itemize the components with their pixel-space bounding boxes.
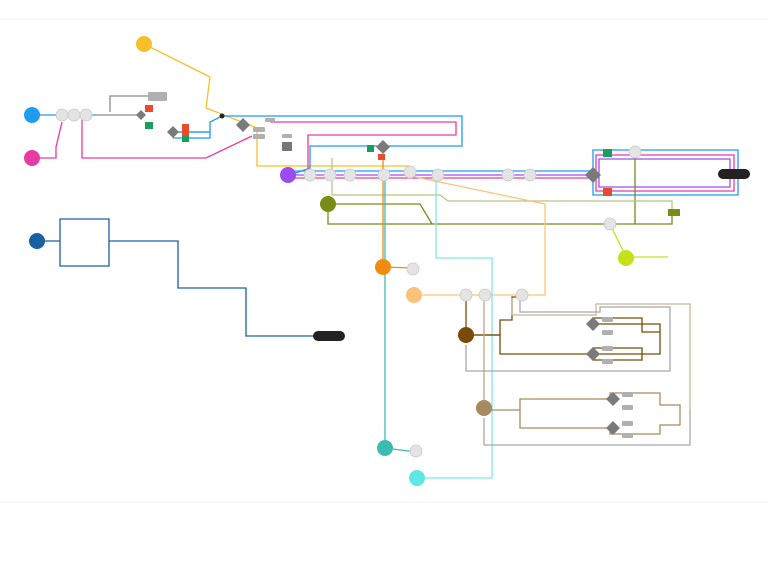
- task-square-icon[interactable]: [282, 142, 292, 151]
- edge-lime: [609, 223, 668, 258]
- merge-node-teal[interactable]: [377, 440, 393, 456]
- edge-navy: [109, 240, 320, 337]
- edge-gray: [109, 95, 150, 112]
- task-bar-icon[interactable]: [265, 118, 275, 122]
- merge-node-olive[interactable]: [320, 196, 336, 212]
- task-square-icon[interactable]: [668, 209, 680, 216]
- edge-yellow: [143, 43, 410, 167]
- intermediate-node[interactable]: [406, 262, 420, 276]
- gateway-diamond-icon[interactable]: [586, 317, 600, 331]
- task-bar-icon[interactable]: [602, 346, 613, 351]
- merge-node-cyan[interactable]: [409, 470, 425, 486]
- task-square-icon[interactable]: [182, 136, 189, 142]
- edge-olive: [327, 210, 432, 225]
- gateway-diamond-icon[interactable]: [606, 421, 620, 435]
- intermediate-node[interactable]: [409, 444, 423, 458]
- start-event-navy[interactable]: [29, 233, 45, 249]
- task-bar-icon[interactable]: [622, 392, 633, 397]
- task-bar-icon[interactable]: [622, 405, 633, 410]
- task-bar-icon[interactable]: [253, 127, 265, 132]
- task-bar-icon[interactable]: [282, 134, 292, 138]
- merge-node-orange[interactable]: [375, 259, 391, 275]
- intermediate-node[interactable]: [523, 168, 537, 182]
- intermediate-node[interactable]: [323, 168, 337, 182]
- edge-magenta: [81, 115, 253, 159]
- task-bar-icon[interactable]: [602, 330, 613, 335]
- intermediate-node[interactable]: [431, 168, 445, 182]
- gateway-diamond-icon[interactable]: [586, 347, 600, 361]
- intermediate-node[interactable]: [79, 108, 93, 122]
- edge-layer: [33, 43, 750, 479]
- task-square-icon[interactable]: [367, 145, 374, 152]
- junction-dot[interactable]: [219, 113, 225, 119]
- intermediate-node[interactable]: [303, 168, 317, 182]
- intermediate-node[interactable]: [603, 217, 617, 231]
- merge-node-lime[interactable]: [618, 250, 634, 266]
- gateway-diamond-icon[interactable]: [167, 126, 179, 138]
- edge-purple: [598, 158, 731, 188]
- gateway-diamond-icon[interactable]: [376, 140, 390, 154]
- task-square-icon[interactable]: [182, 130, 189, 136]
- edge-blue: [173, 115, 463, 176]
- merge-node-brown[interactable]: [458, 327, 474, 343]
- task-square-icon[interactable]: [378, 154, 385, 160]
- node-layer: [24, 36, 750, 486]
- merge-node-tan[interactable]: [476, 400, 492, 416]
- edge-gray: [483, 410, 691, 446]
- task-bar-icon[interactable]: [622, 433, 633, 438]
- edge-navy: [37, 218, 110, 267]
- edge-peach: [405, 174, 546, 296]
- edge-cyan: [417, 175, 493, 479]
- merge-node-purple[interactable]: [280, 167, 296, 183]
- gateway-diamond-icon[interactable]: [236, 118, 250, 132]
- task-square-icon[interactable]: [603, 149, 612, 157]
- intermediate-node[interactable]: [501, 168, 515, 182]
- task-square-icon[interactable]: [145, 122, 153, 129]
- edge-blue: [592, 149, 739, 196]
- task-square-icon[interactable]: [603, 188, 612, 196]
- intermediate-node[interactable]: [403, 165, 417, 179]
- edge-olive: [328, 203, 673, 225]
- edge-magenta: [270, 121, 457, 178]
- task-square-icon[interactable]: [145, 105, 153, 112]
- task-bar-icon[interactable]: [148, 92, 167, 101]
- gateway-diamond-icon[interactable]: [136, 110, 146, 120]
- gateway-diamond-icon[interactable]: [585, 167, 601, 183]
- task-square-icon[interactable]: [182, 124, 189, 130]
- edge-tan-light: [511, 298, 691, 410]
- task-bar-icon[interactable]: [602, 359, 613, 364]
- end-event-icon[interactable]: [718, 169, 750, 179]
- task-bar-icon[interactable]: [602, 317, 613, 322]
- intermediate-node[interactable]: [628, 145, 642, 159]
- intermediate-node[interactable]: [55, 108, 69, 122]
- start-event-blue[interactable]: [24, 107, 40, 123]
- start-event-magenta[interactable]: [24, 150, 40, 166]
- edge-magenta: [595, 154, 735, 192]
- intermediate-node[interactable]: [515, 288, 529, 302]
- edge-brown: [466, 317, 661, 355]
- edge-gray: [465, 300, 671, 372]
- intermediate-node[interactable]: [459, 288, 473, 302]
- end-event-icon[interactable]: [313, 331, 345, 341]
- edge-tan: [484, 392, 681, 435]
- task-bar-icon[interactable]: [622, 421, 633, 426]
- intermediate-node[interactable]: [377, 168, 391, 182]
- intermediate-node[interactable]: [478, 288, 492, 302]
- intermediate-node[interactable]: [343, 168, 357, 182]
- intermediate-node[interactable]: [67, 108, 81, 122]
- edge-olive-light: [331, 158, 673, 212]
- task-bar-icon[interactable]: [253, 134, 265, 139]
- gateway-diamond-icon[interactable]: [606, 392, 620, 406]
- start-event-yellow[interactable]: [136, 36, 152, 52]
- edge-magenta: [33, 121, 63, 159]
- merge-node-peach[interactable]: [406, 287, 422, 303]
- edge-blue: [173, 131, 211, 139]
